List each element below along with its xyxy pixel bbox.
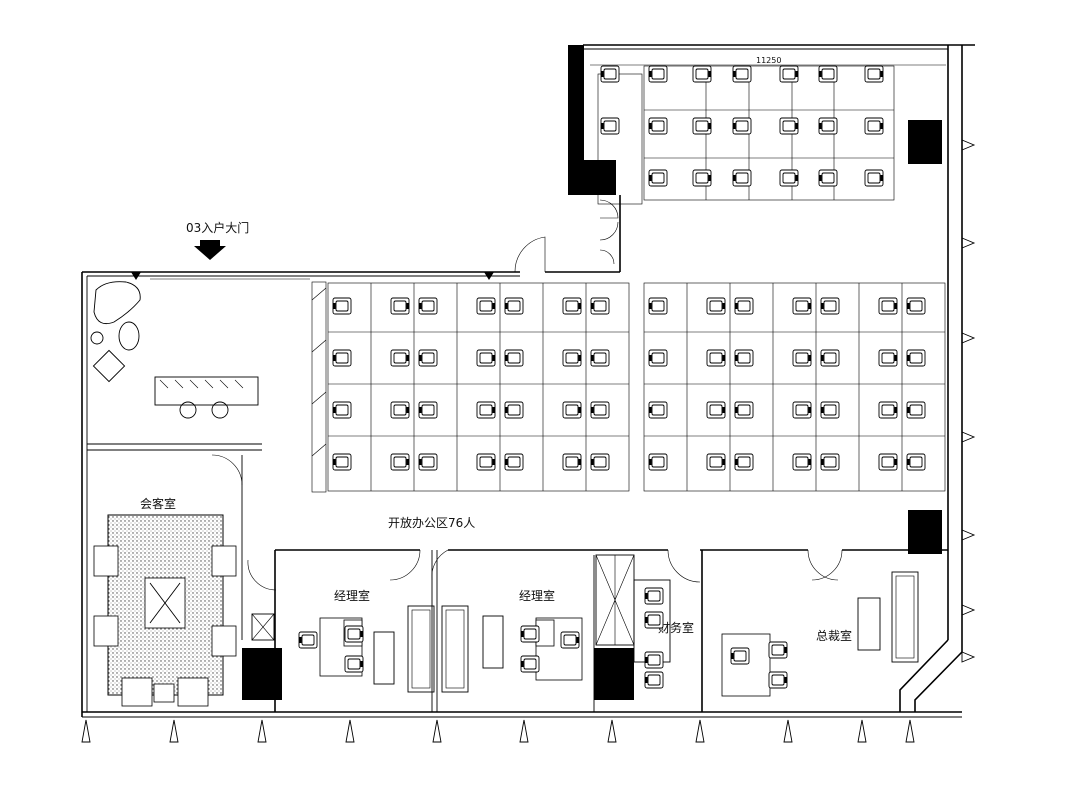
workstation-chair: [706, 401, 726, 419]
workstation-chair: [476, 401, 496, 419]
open-office-workstations: [327, 282, 946, 492]
workstation-chair: [878, 349, 898, 367]
workstation-chair: [734, 297, 754, 315]
workstation-chair: [390, 349, 410, 367]
workstation-chair: [792, 349, 812, 367]
workstation-chair: [476, 349, 496, 367]
reception-room: 会客室: [93, 496, 237, 707]
manager-office-left: 经理室: [298, 588, 435, 693]
workstation-chair: [792, 401, 812, 419]
desk-cluster: [327, 282, 630, 492]
workstation-chair: [332, 349, 352, 367]
workstation-chair: [390, 401, 410, 419]
workstation-chair: [906, 401, 926, 419]
room-label-finance: 财务室: [658, 620, 694, 635]
room-label-manager-left: 经理室: [334, 588, 370, 603]
entrance-arrow-icon: [194, 240, 226, 260]
workstation-chair: [418, 401, 438, 419]
workstation-chair: [332, 453, 352, 471]
workstation-chair: [734, 401, 754, 419]
workstation-chair: [390, 297, 410, 315]
manager-office-right: 经理室: [441, 588, 583, 693]
room-label-manager-right: 经理室: [519, 588, 555, 603]
president-office: 总裁室: [721, 571, 919, 697]
workstation-chair: [562, 453, 582, 471]
workstation-chair: [562, 401, 582, 419]
workstation-chair: [648, 349, 668, 367]
desk-cluster: [643, 282, 946, 492]
finance-room: 财务室: [633, 579, 694, 689]
workstation-chair: [562, 349, 582, 367]
entrance-label: 03入户大门: [186, 220, 249, 235]
workstation-chair: [906, 349, 926, 367]
workstation-chair: [418, 297, 438, 315]
workstation-chair: [332, 401, 352, 419]
workstation-chair: [706, 349, 726, 367]
workstation-chair: [706, 453, 726, 471]
workstation-chair: [504, 349, 524, 367]
workstation-chair: [504, 297, 524, 315]
storage-shelf: [311, 281, 327, 493]
workstation-chair: [418, 349, 438, 367]
workstation-chair: [476, 453, 496, 471]
workstation-chair: [648, 297, 668, 315]
workstation-chair: [390, 453, 410, 471]
lower-partitions: [247, 549, 948, 712]
workstation-chair: [878, 297, 898, 315]
entry-doors: [514, 199, 619, 273]
workstation-chair: [706, 297, 726, 315]
workstation-chair: [648, 453, 668, 471]
workstation-chair: [906, 453, 926, 471]
workstation-chair: [590, 453, 610, 471]
workstation-chair: [504, 401, 524, 419]
workstation-chair: [504, 453, 524, 471]
room-label-reception: 会客室: [140, 496, 176, 511]
workstation-chair: [792, 453, 812, 471]
lounge-area: [87, 281, 262, 640]
workstation-chair: [878, 401, 898, 419]
room-label-president: 总裁室: [816, 628, 852, 643]
dimension-text: 11250: [756, 56, 781, 65]
workstation-chair: [648, 401, 668, 419]
window-markers-right: [961, 139, 976, 663]
workstation-chair: [820, 401, 840, 419]
workstation-chair: [562, 297, 582, 315]
axis-markers-bottom: [81, 719, 915, 743]
dimension-line: 11250: [590, 56, 946, 66]
workstation-chair: [590, 401, 610, 419]
upper-wing-workstations: [597, 65, 895, 205]
workstation-chair: [590, 297, 610, 315]
workstation-chair: [418, 453, 438, 471]
entrance: 03入户大门: [131, 220, 494, 280]
workstation-chair: [476, 297, 496, 315]
workstation-chair: [332, 297, 352, 315]
workstation-chair: [734, 349, 754, 367]
workstation-chair: [820, 349, 840, 367]
workstation-chair: [792, 297, 812, 315]
workstation-chair: [820, 297, 840, 315]
workstation-chair: [906, 297, 926, 315]
workstation-chair: [820, 453, 840, 471]
workstation-chair: [734, 453, 754, 471]
workstation-chair: [590, 349, 610, 367]
room-label-open-office: 开放办公区76人: [388, 515, 475, 530]
workstation-chair: [878, 453, 898, 471]
